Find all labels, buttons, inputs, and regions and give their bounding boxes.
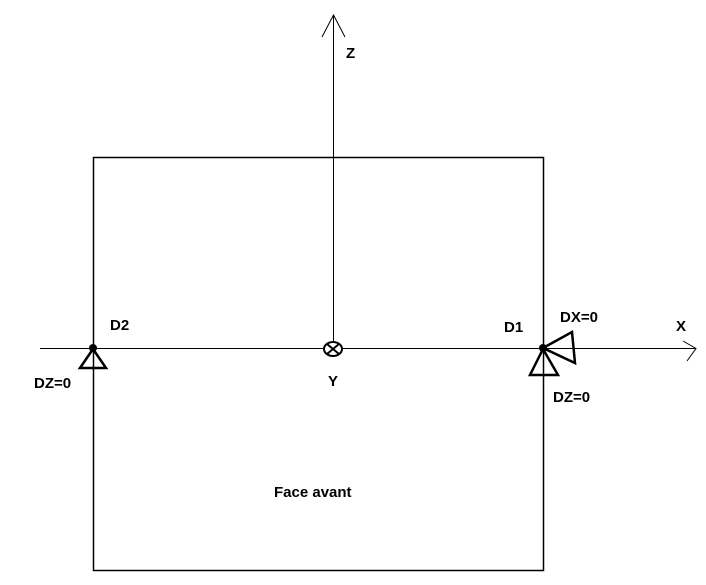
node-dot bbox=[89, 344, 97, 352]
y-axis-into-page-icon bbox=[323, 341, 343, 357]
x-axis-arrowhead bbox=[682, 340, 697, 362]
z-axis-label: Z bbox=[346, 45, 355, 62]
d2-label: D2 bbox=[110, 317, 129, 334]
x-axis bbox=[40, 340, 697, 362]
pin-support-triangle-icon bbox=[77, 346, 109, 370]
d1-label: D1 bbox=[504, 319, 523, 336]
z-axis-arrowhead bbox=[321, 13, 346, 38]
node-dot bbox=[539, 344, 547, 352]
z-axis bbox=[321, 13, 346, 348]
support-d1 bbox=[527, 329, 577, 377]
y-axis-label: Y bbox=[328, 373, 338, 390]
d1-dx-label: DX=0 bbox=[560, 309, 598, 326]
face-rectangle bbox=[92, 156, 545, 572]
d2-dz-label: DZ=0 bbox=[34, 375, 71, 392]
support-d2 bbox=[77, 344, 109, 370]
x-axis-label: X bbox=[676, 318, 686, 335]
d1-dz-label: DZ=0 bbox=[553, 389, 590, 406]
face-label: Face avant bbox=[274, 484, 352, 501]
horizontal-support-triangle-icon bbox=[540, 329, 577, 366]
vertical-support-triangle-icon bbox=[527, 346, 561, 377]
